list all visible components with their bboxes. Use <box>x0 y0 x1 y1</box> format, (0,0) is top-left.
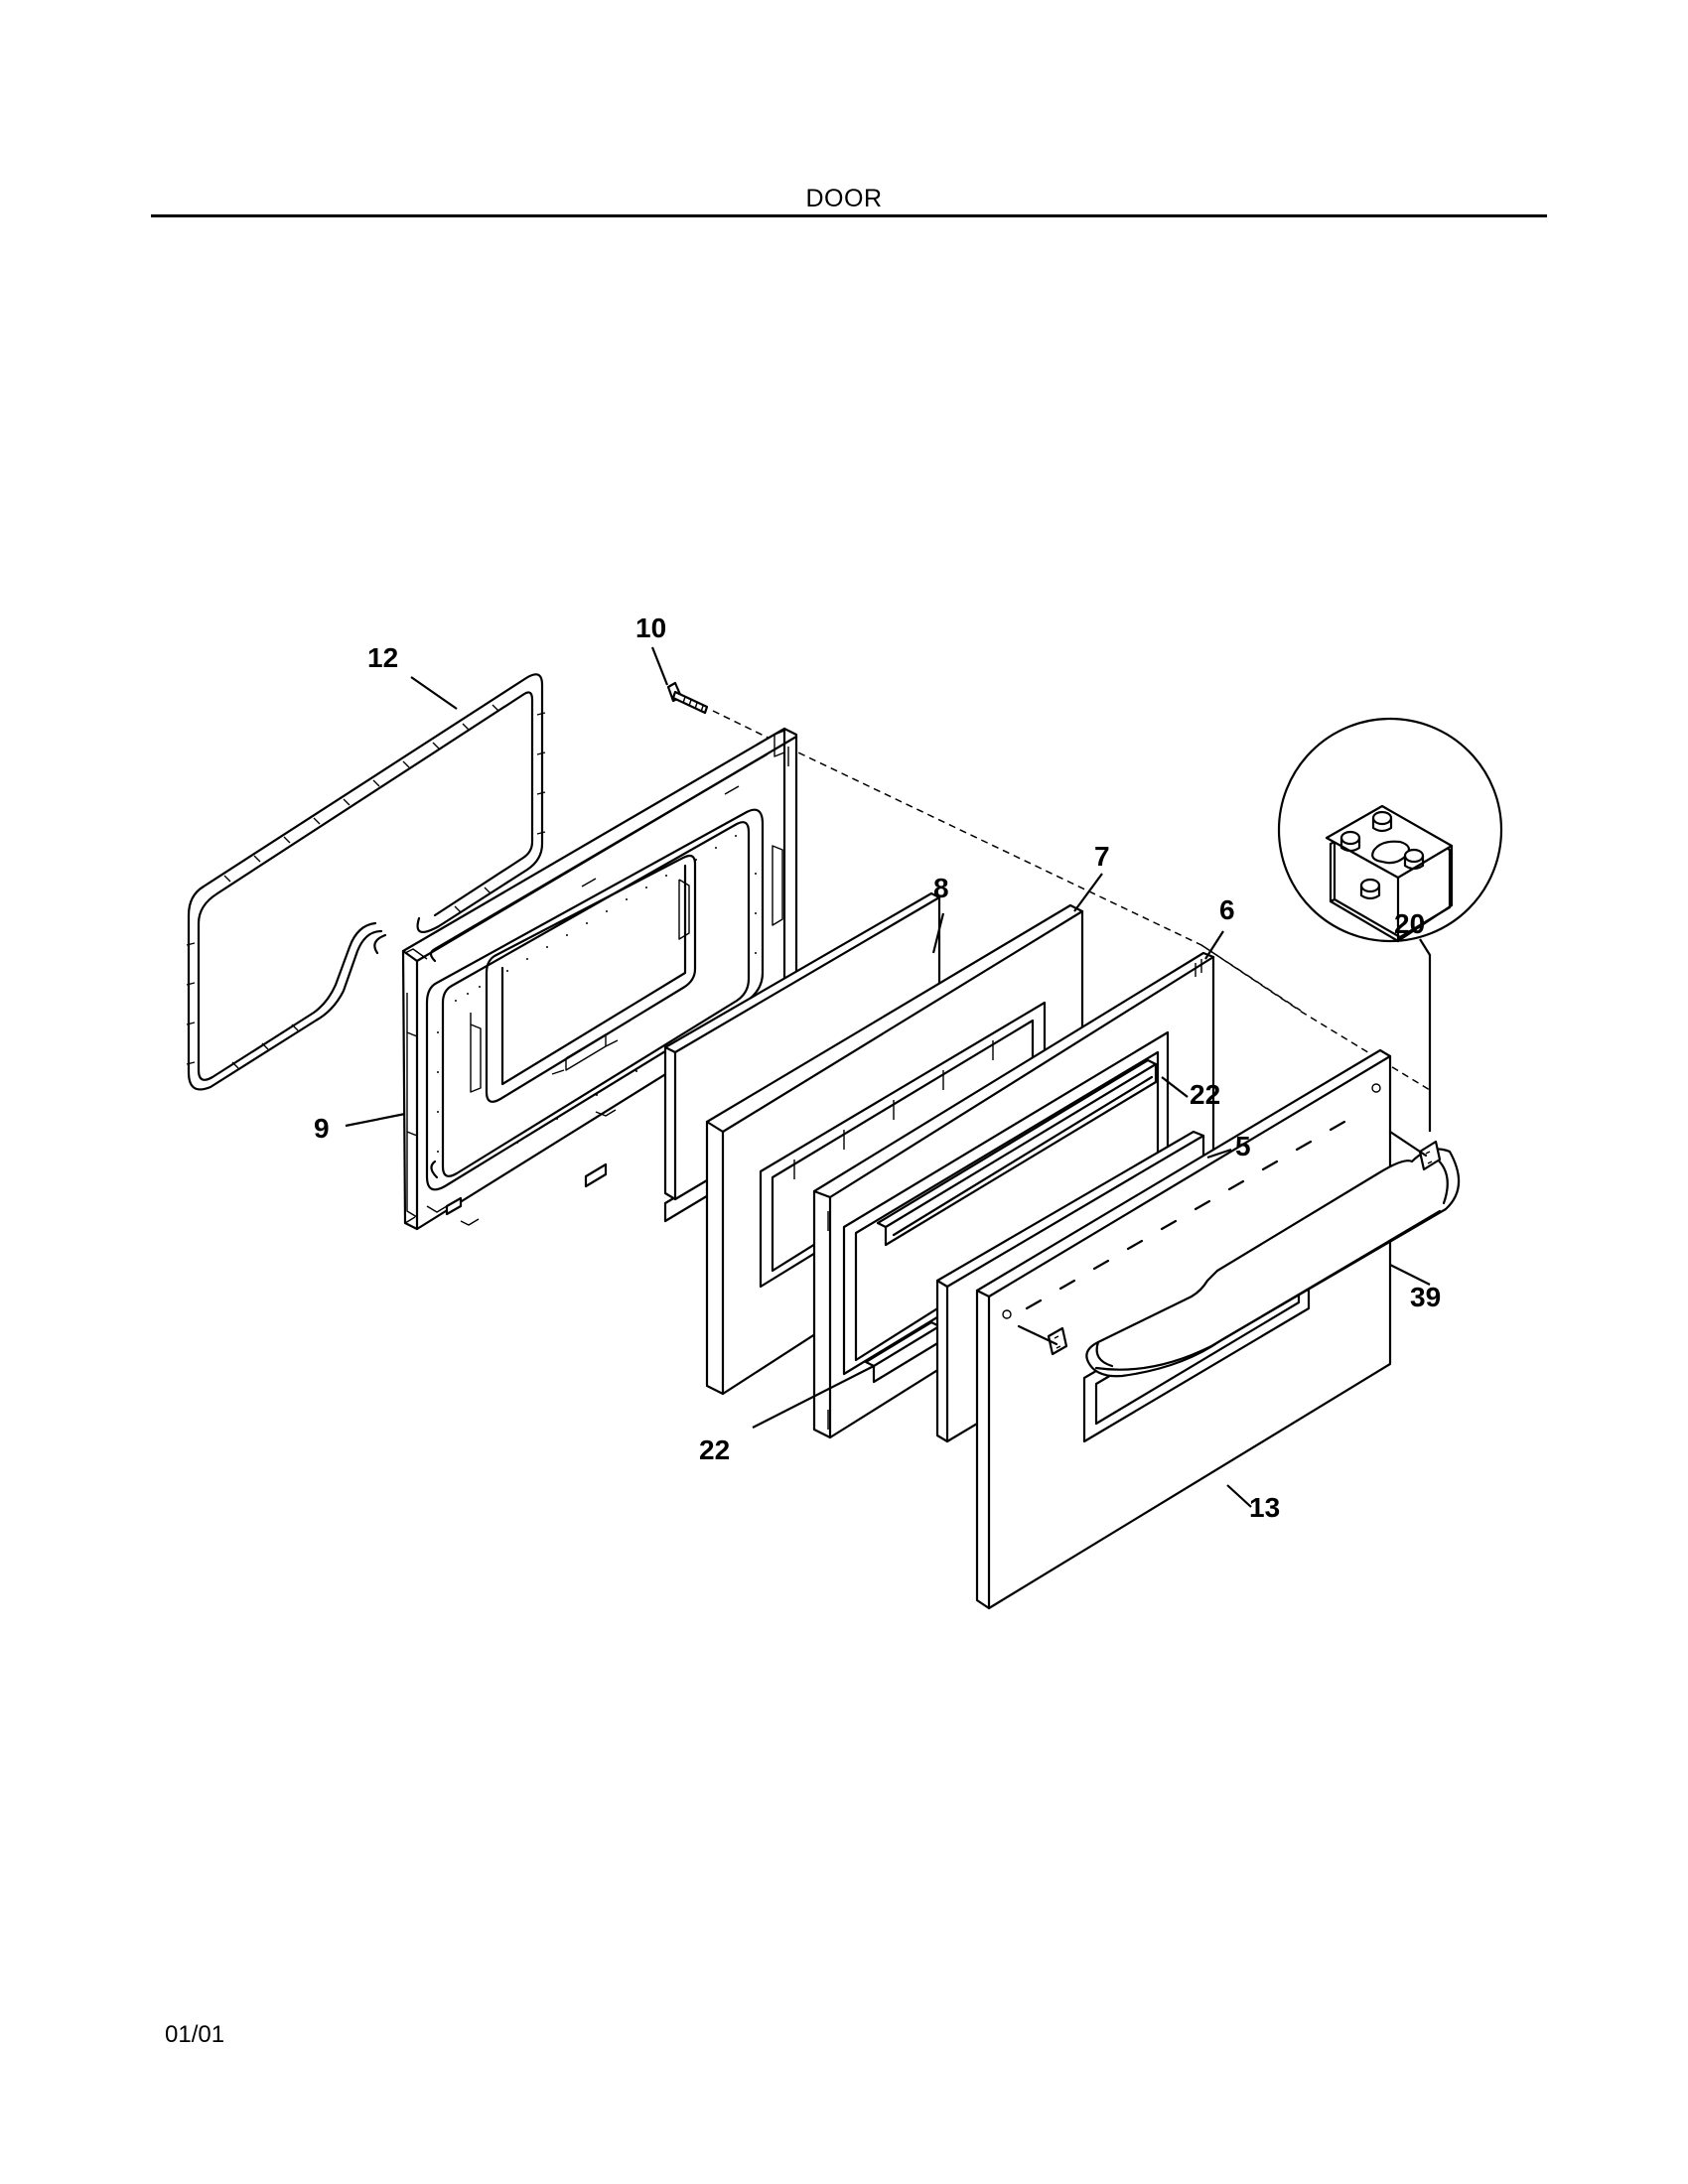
callout-22-top: 22 <box>1190 1079 1220 1110</box>
door-gasket-part-12 <box>186 673 546 1091</box>
callout-9: 9 <box>314 1113 330 1144</box>
callout-22-bottom: 22 <box>699 1434 730 1465</box>
title-divider <box>151 214 1547 217</box>
leader-5 <box>1206 1148 1232 1160</box>
page-title: DOOR <box>805 185 883 212</box>
vent-slots <box>1025 1120 1346 1310</box>
screw-part-10 <box>666 681 709 715</box>
leader-7 <box>1073 873 1103 912</box>
leader-9 <box>345 1112 406 1128</box>
handle-spacer-detail-part-20 <box>1277 717 1503 1132</box>
leader-22-bottom <box>752 1365 875 1429</box>
leader-22-top <box>1161 1076 1189 1098</box>
leader-13 <box>1226 1484 1252 1508</box>
callout-20: 20 <box>1394 908 1425 939</box>
leader-10 <box>650 646 669 686</box>
leader-39 <box>1389 1264 1431 1286</box>
liner-rivets <box>437 835 757 1167</box>
callout-8: 8 <box>933 873 949 903</box>
alignment-line-lower <box>1200 944 1431 1091</box>
door-handle-part-39 <box>1017 1130 1461 1378</box>
callout-13: 13 <box>1249 1492 1280 1523</box>
trim-strip-part-22-top <box>876 1058 1158 1247</box>
leader-12 <box>410 676 458 710</box>
callout-6: 6 <box>1219 894 1235 925</box>
callout-12: 12 <box>367 642 398 673</box>
gasket-clips <box>186 704 546 1069</box>
callout-39: 39 <box>1410 1282 1441 1312</box>
alignment-line-upper <box>712 710 1302 1012</box>
callout-5: 5 <box>1235 1131 1251 1161</box>
leader-6 <box>1204 930 1224 960</box>
page-footer-date-code: 01/01 <box>165 2021 225 2048</box>
leader-8 <box>931 912 945 954</box>
callout-10: 10 <box>635 613 666 643</box>
callout-7: 7 <box>1094 841 1110 872</box>
